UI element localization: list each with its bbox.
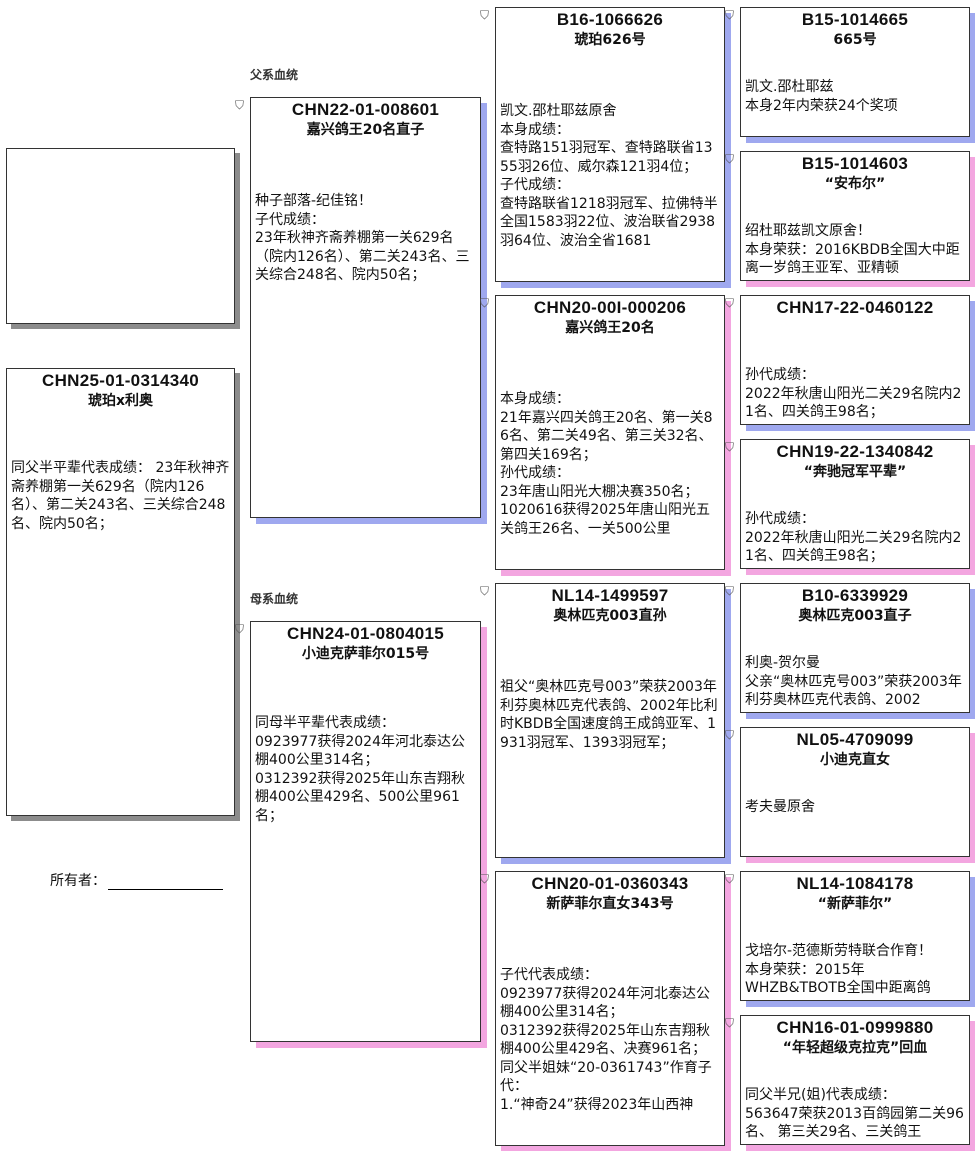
owner-field: 所有者： bbox=[50, 870, 223, 890]
edit-bucket-icon[interactable]: ⛉ bbox=[725, 8, 735, 22]
edit-bucket-icon[interactable]: ⛉ bbox=[725, 1016, 735, 1030]
sire-card[interactable]: CHN22-01-008601 嘉兴鸽王20名直子种子部落-纪佳铭！ 子代成绩： … bbox=[250, 97, 481, 518]
granddam-paternal-card[interactable]: CHN20-00I-000206 嘉兴鸽王20名本身成绩： 21年嘉兴四关鸽王20… bbox=[495, 295, 725, 570]
ring-number: CHN17-22-0460122 bbox=[776, 298, 934, 317]
ring-number: NL14-1084178 bbox=[796, 874, 914, 893]
pigeon-notes: 凯文.邵杜耶兹原舍 本身成绩： 查特路151羽冠军、查特路联省1355羽26位、… bbox=[500, 103, 718, 249]
pigeon-name: 嘉兴鸽王20名 bbox=[565, 320, 655, 336]
edit-bucket-icon[interactable]: ⛉ bbox=[235, 98, 245, 112]
pigeon-name: 小迪克直女 bbox=[820, 752, 890, 768]
pigeon-notes: 子代代表成绩： 0923977获得2024年河北泰达公棚400公里314名； 0… bbox=[500, 967, 712, 1113]
pigeon-name bbox=[745, 318, 965, 338]
pigeon-notes: 考夫曼原舍 bbox=[745, 799, 815, 815]
edit-bucket-icon[interactable]: ⛉ bbox=[725, 872, 735, 886]
pigeon-name: 小迪克萨菲尔015号 bbox=[301, 646, 430, 662]
grandsire-paternal-card[interactable]: B16-1066626 琥珀626号凯文.邵杜耶兹原舍 本身成绩： 查特路151羽… bbox=[495, 7, 725, 282]
pigeon-name: 琥珀x利奥 bbox=[87, 393, 154, 409]
pigeon-notes: 祖父“奥林匹克号003”荣获2003年利芬奥林匹克代表鸽、2002年比利时KBD… bbox=[500, 679, 718, 751]
ring-number: CHN24-01-0804015 bbox=[287, 624, 444, 643]
ring-number: CHN20-00I-000206 bbox=[533, 298, 687, 317]
ring-number: CHN25-01-0314340 bbox=[42, 371, 199, 390]
great-grandparent-card[interactable]: CHN17-22-0460122 孙代成绩： 2022年秋唐山阳光二关29名院内2… bbox=[740, 295, 970, 425]
pigeon-notes: 利奥-贺尔曼 父亲“奥林匹克号003”荣获2003年利芬奥林匹克代表鸽、2002 bbox=[745, 655, 962, 708]
pigeon-name: “年轻超级克拉克”回血 bbox=[782, 1040, 928, 1056]
ring-number: CHN19-22-1340842 bbox=[776, 442, 934, 461]
pigeon-notes: 本身成绩： 21年嘉兴四关鸽王20名、第一关86名、第二关49名、第三关32名、… bbox=[500, 391, 713, 537]
great-grandparent-card[interactable]: NL05-4709099 小迪克直女考夫曼原舍 bbox=[740, 727, 970, 857]
ring-number: NL14-1499597 bbox=[551, 586, 669, 605]
edit-bucket-icon[interactable]: ⛉ bbox=[480, 584, 490, 598]
ring-number: CHN20-01-0360343 bbox=[531, 874, 689, 893]
pigeon-notes: 凯文.邵杜耶兹 本身2年内荣获24个奖项 bbox=[745, 79, 898, 114]
pigeon-notes: 种子部落-纪佳铭！ 子代成绩： 23年秋神齐斋养棚第一关629名（院内126名）… bbox=[255, 193, 470, 283]
sire-line-label: 父系血统 bbox=[250, 68, 299, 82]
edit-bucket-icon[interactable]: ⛉ bbox=[480, 296, 490, 310]
subject-card[interactable]: CHN25-01-0314340 琥珀x利奥同父半平辈代表成绩： 23年秋神齐斋养… bbox=[6, 368, 235, 816]
edit-bucket-icon[interactable]: ⛉ bbox=[480, 872, 490, 886]
ring-number: CHN22-01-008601 bbox=[291, 100, 440, 119]
pigeon-name: “安布尔” bbox=[824, 176, 886, 192]
pigeon-name: 奥林匹克003直孙 bbox=[553, 608, 667, 624]
great-grandparent-card[interactable]: B15-1014665 665号凯文.邵杜耶兹 本身2年内荣获24个奖项 bbox=[740, 7, 970, 137]
ring-number: B15-1014665 bbox=[801, 10, 909, 29]
grandsire-maternal-card[interactable]: NL14-1499597 奥林匹克003直孙祖父“奥林匹克号003”荣获2003年… bbox=[495, 583, 725, 858]
great-grandparent-card[interactable]: B15-1014603 “安布尔” 绍杜耶兹凯文原舍！ 本身荣获：2016KBDB全… bbox=[740, 151, 970, 281]
pigeon-name: 665号 bbox=[833, 32, 877, 48]
edit-bucket-icon[interactable]: ⛉ bbox=[725, 584, 735, 598]
great-grandparent-card[interactable]: CHN19-22-1340842 “奔驰冠军平辈” 孙代成绩： 2022年秋唐山阳光… bbox=[740, 439, 970, 569]
owner-signature-line[interactable] bbox=[108, 875, 223, 890]
edit-bucket-icon[interactable]: ⛉ bbox=[480, 8, 490, 22]
owner-label: 所有者： bbox=[50, 873, 106, 889]
ring-number: B15-1014603 bbox=[801, 154, 909, 173]
great-grandparent-card[interactable]: NL14-1084178 “新萨菲尔” 戈培尔-范德斯劳特联合作育！ 本身荣获：20… bbox=[740, 871, 970, 1001]
photo-placeholder[interactable] bbox=[6, 148, 235, 324]
edit-bucket-icon[interactable]: ⛉ bbox=[725, 440, 735, 454]
pigeon-name: 琥珀626号 bbox=[574, 32, 646, 48]
ring-number: NL05-4709099 bbox=[796, 730, 914, 749]
edit-bucket-icon[interactable]: ⛉ bbox=[235, 622, 245, 636]
edit-bucket-icon[interactable]: ⛉ bbox=[725, 152, 735, 166]
ring-number: B10-6339929 bbox=[801, 586, 909, 605]
ring-number: CHN16-01-0999880 bbox=[776, 1018, 934, 1037]
great-grandparent-card[interactable]: B10-6339929 奥林匹克003直子利奥-贺尔曼 父亲“奥林匹克号003”荣… bbox=[740, 583, 970, 713]
ring-number: B16-1066626 bbox=[556, 10, 664, 29]
pigeon-notes: 绍杜耶兹凯文原舍！ 本身荣获：2016KBDB全国大中距离一岁鸽王亚军、亚精顿 bbox=[745, 223, 960, 276]
pigeon-name: 嘉兴鸽王20名直子 bbox=[306, 122, 425, 138]
pigeon-notes: 同父半平辈代表成绩： 23年秋神齐斋养棚第一关629名（院内126名）、第二关2… bbox=[11, 460, 230, 532]
pigeon-notes: 孙代成绩： 2022年秋唐山阳光二关29名院内21名、四关鸽王98名； bbox=[745, 511, 962, 564]
dam-card[interactable]: CHN24-01-0804015 小迪克萨菲尔015号同母半平辈代表成绩： 092… bbox=[250, 621, 481, 1042]
edit-bucket-icon[interactable]: ⛉ bbox=[725, 728, 735, 742]
pigeon-name: 新萨菲尔直女343号 bbox=[546, 896, 674, 912]
pigeon-name: “奔驰冠军平辈” bbox=[803, 464, 907, 480]
pigeon-name: 奥林匹克003直子 bbox=[798, 608, 912, 624]
great-grandparent-card[interactable]: CHN16-01-0999880 “年轻超级克拉克”回血同父半兄(姐)代表成绩： … bbox=[740, 1015, 970, 1145]
dam-line-label: 母系血统 bbox=[250, 592, 299, 606]
pigeon-notes: 同父半兄(姐)代表成绩： 563647荣获2013百鸽园第二关96名、 第三关2… bbox=[745, 1087, 964, 1140]
edit-bucket-icon[interactable]: ⛉ bbox=[725, 296, 735, 310]
pigeon-name: “新萨菲尔” bbox=[817, 896, 893, 912]
pigeon-notes: 孙代成绩： 2022年秋唐山阳光二关29名院内21名、四关鸽王98名； bbox=[745, 367, 962, 420]
granddam-maternal-card[interactable]: CHN20-01-0360343 新萨菲尔直女343号子代代表成绩： 092397… bbox=[495, 871, 725, 1146]
pigeon-notes: 同母半平辈代表成绩： 0923977获得2024年河北泰达公棚400公里314名… bbox=[255, 715, 465, 824]
pigeon-notes: 戈培尔-范德斯劳特联合作育！ 本身荣获：2015年 WHZB&TBOTB全国中距… bbox=[745, 943, 933, 996]
